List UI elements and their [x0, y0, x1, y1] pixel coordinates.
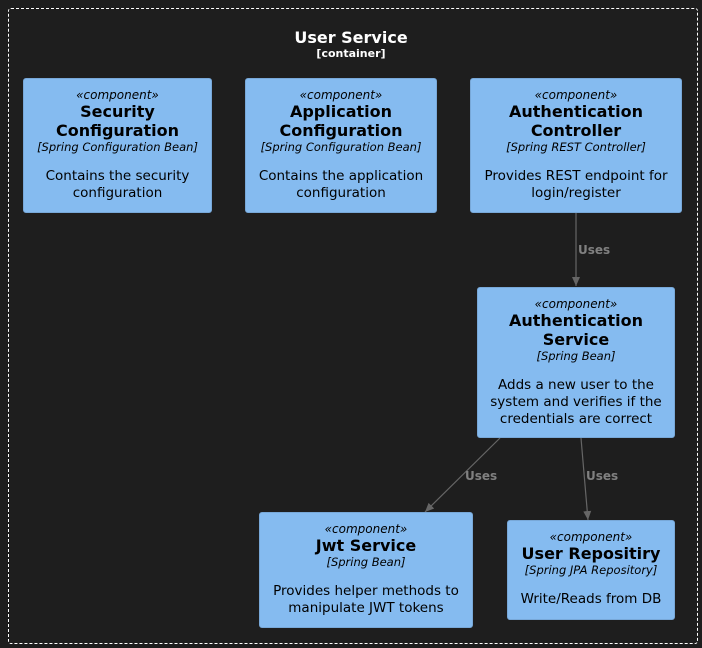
stereotype-label: «component»	[299, 88, 383, 102]
component-description: Contains the application configuration	[258, 168, 424, 201]
component-authentication-controller[interactable]: «component» Authentication Controller [S…	[470, 78, 682, 213]
stereotype-label: «component»	[324, 522, 408, 536]
component-technology: [Spring Configuration Bean]	[260, 140, 422, 154]
component-jwt-service[interactable]: «component» Jwt Service [Spring Bean] Pr…	[259, 512, 473, 628]
component-name: Application Configuration	[279, 102, 403, 140]
component-user-repository[interactable]: «component» User Repositiry [Spring JPA …	[507, 520, 675, 620]
component-authentication-service[interactable]: «component» Authentication Service [Spri…	[477, 287, 675, 438]
component-name: Security Configuration	[55, 102, 180, 140]
container-title: User Service	[294, 28, 408, 47]
component-technology: [Spring JPA Repository]	[524, 563, 658, 577]
stereotype-label: «component»	[76, 88, 159, 102]
component-security-configuration[interactable]: «component» Security Configuration [Spri…	[23, 78, 212, 213]
component-technology: [Spring REST Controller]	[506, 140, 646, 154]
component-name: Jwt Service	[315, 536, 417, 555]
component-description: Write/Reads from DB	[520, 591, 662, 607]
component-description: Contains the security configuration	[45, 168, 190, 201]
component-description: Provides REST endpoint for login/registe…	[484, 168, 668, 201]
component-application-configuration[interactable]: «component» Application Configuration [S…	[245, 78, 437, 213]
container-type: [container]	[316, 47, 386, 60]
component-description: Provides helper methods to manipulate JW…	[273, 583, 459, 616]
component-name: Authentication Service	[509, 311, 643, 349]
component-description: Adds a new user to the system and verifi…	[490, 377, 662, 427]
stereotype-label: «component»	[534, 297, 618, 311]
component-technology: [Spring Configuration Bean]	[37, 140, 198, 154]
component-name: User Repositiry	[521, 544, 661, 563]
component-technology: [Spring Bean]	[326, 555, 406, 569]
component-technology: [Spring Bean]	[536, 349, 616, 363]
stereotype-label: «component»	[534, 88, 618, 102]
stereotype-label: «component»	[549, 530, 633, 544]
component-name: Authentication Controller	[509, 102, 643, 140]
